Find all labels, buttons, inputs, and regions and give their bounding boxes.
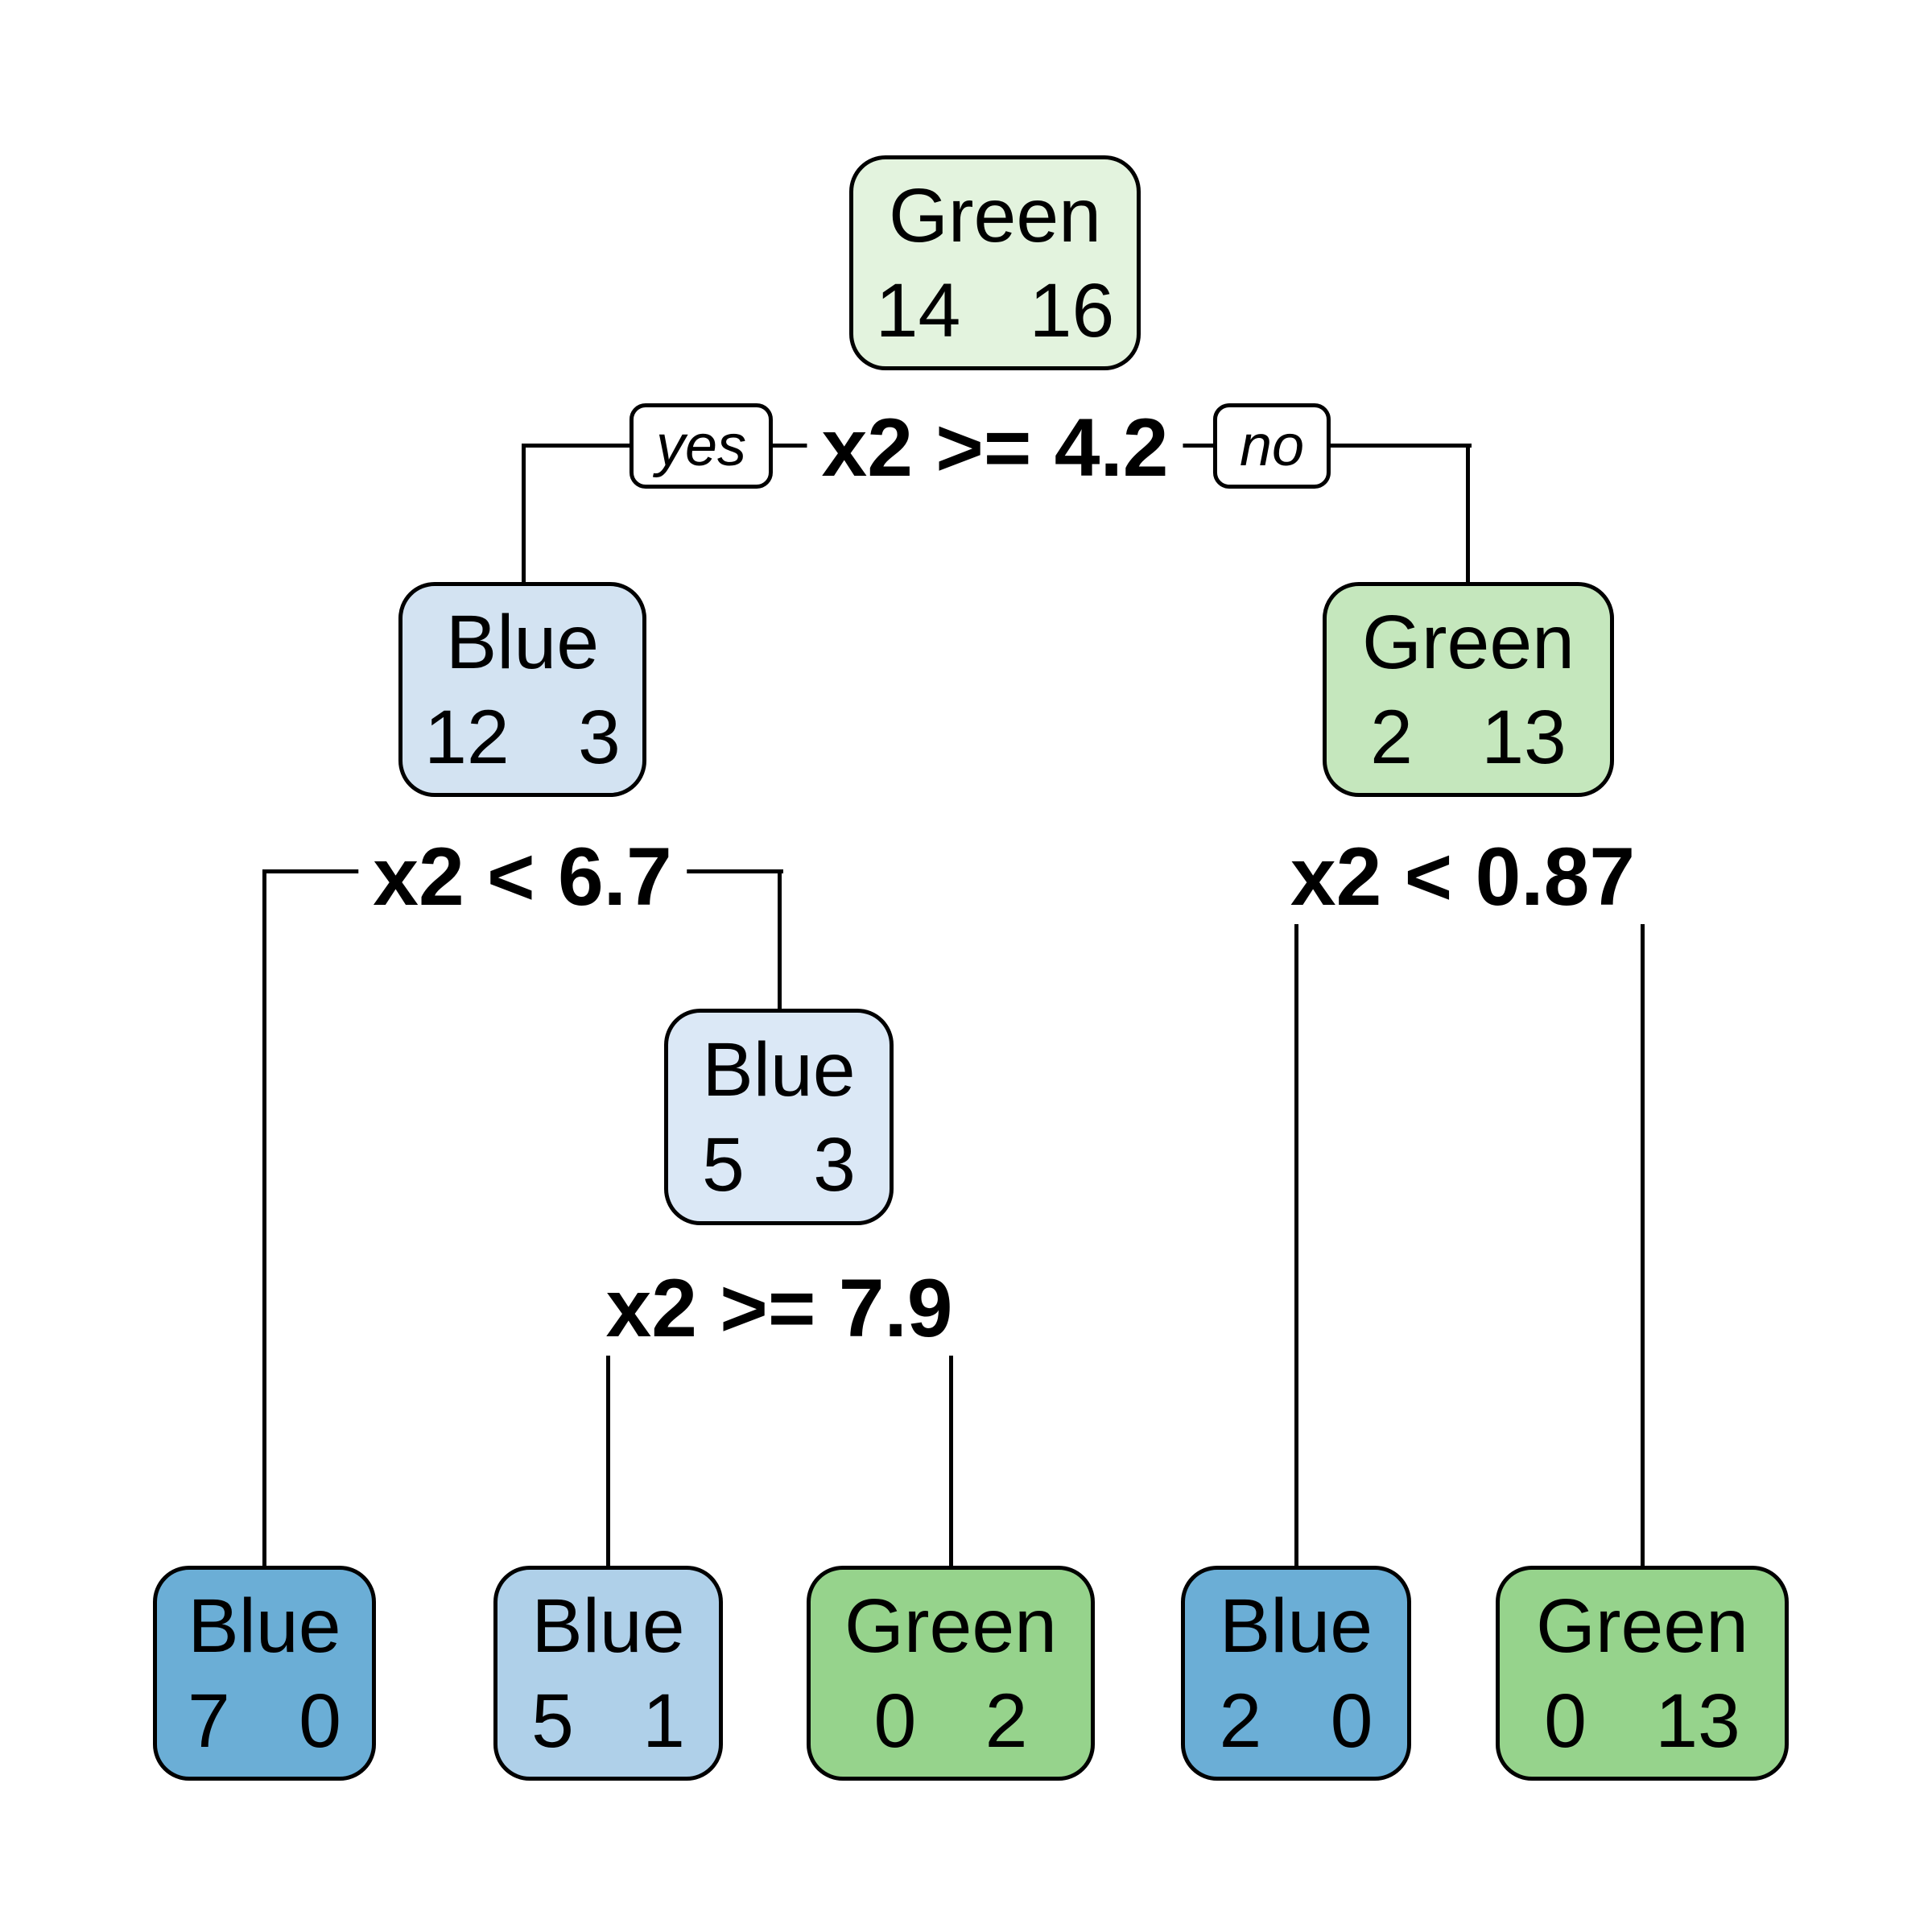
leaf-node-blue-7-0: Blue 7 0 [153, 1566, 376, 1781]
node-class-label: Blue [188, 1583, 341, 1669]
no-edge-label: no [1212, 403, 1331, 489]
branch-line-root-to-left-child [522, 444, 526, 584]
leaf-node-green-0-2: Green 0 2 [807, 1566, 1095, 1781]
node-root-green-14-16: Green 14 16 [849, 155, 1141, 370]
yes-edge-label: yes [629, 403, 774, 489]
node-blue-12-3: Blue 12 3 [398, 582, 646, 797]
leaf-node-blue-5-1: Blue 5 1 [493, 1566, 723, 1781]
branch-line-left-split-to-mid-node [778, 869, 782, 1011]
node-class-label: Blue [702, 1026, 856, 1113]
node-class-label: Green [1361, 599, 1575, 685]
split-condition-left: x2 < 6.7 [358, 829, 687, 924]
node-class-label: Green [888, 172, 1102, 258]
split-condition-mid: x2 >= 7.9 [591, 1261, 968, 1356]
node-counts: 12 3 [424, 694, 621, 780]
branch-line-mid-split-to-leaf-left [606, 1349, 610, 1568]
node-class-label: Blue [445, 599, 600, 685]
node-blue-5-3: Blue 5 3 [664, 1009, 894, 1225]
node-counts: 7 0 [188, 1678, 341, 1764]
node-counts: 5 1 [531, 1678, 685, 1764]
node-class-label: Blue [531, 1583, 685, 1669]
node-counts: 14 16 [875, 267, 1115, 353]
node-counts: 2 13 [1370, 694, 1567, 780]
node-counts: 0 2 [873, 1678, 1028, 1764]
branch-line-root-to-right-child [1466, 444, 1470, 584]
node-counts: 2 0 [1219, 1678, 1373, 1764]
node-class-label: Green [844, 1583, 1058, 1669]
split-condition-right: x2 < 0.87 [1275, 829, 1650, 924]
leaf-node-blue-2-0: Blue 2 0 [1181, 1566, 1411, 1781]
node-green-2-13: Green 2 13 [1323, 582, 1614, 797]
branch-line-right-split-to-leaf-right [1641, 918, 1645, 1568]
node-counts: 0 13 [1544, 1678, 1740, 1764]
branch-line-mid-split-to-leaf-right [949, 1349, 953, 1568]
leaf-node-green-0-13: Green 0 13 [1496, 1566, 1789, 1781]
node-class-label: Green [1535, 1583, 1749, 1669]
node-class-label: Blue [1219, 1583, 1373, 1669]
branch-line-right-split-to-leaf-left [1294, 918, 1298, 1568]
split-condition-root: x2 >= 4.2 [807, 400, 1183, 495]
branch-line-left-split-to-leaf [262, 869, 266, 1568]
node-counts: 5 3 [702, 1121, 856, 1208]
